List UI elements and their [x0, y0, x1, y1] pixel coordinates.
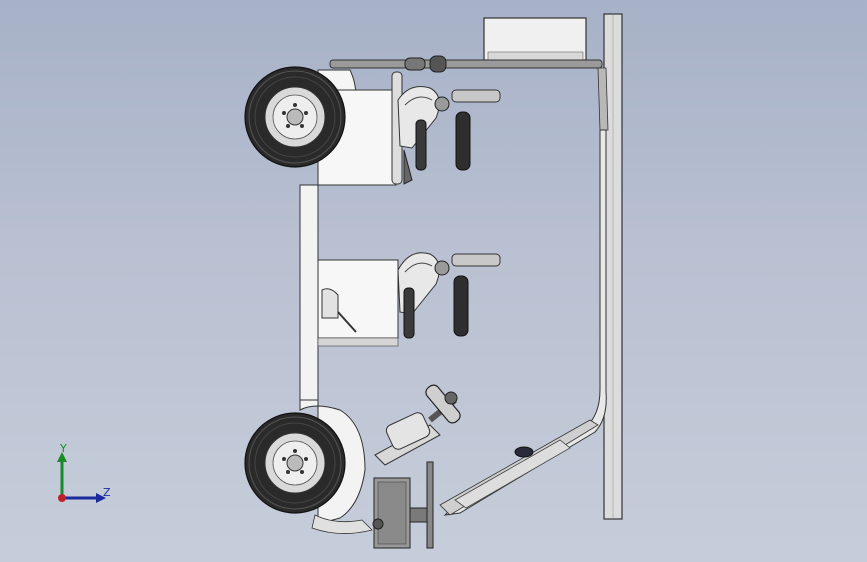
axis-z-label: Z [103, 486, 111, 499]
rear-wheel [244, 66, 346, 168]
steering-wheel-icon [425, 384, 461, 424]
battery-box [483, 17, 587, 61]
upper-rail [329, 55, 609, 131]
front-frame [439, 129, 607, 516]
middle-seat [321, 252, 501, 339]
front-bumper [372, 461, 434, 549]
axis-triad-icon [57, 452, 106, 503]
steering-assembly [374, 384, 461, 466]
front-wheel [244, 412, 346, 514]
axis-y-label: Y [60, 442, 67, 455]
floor-pedal [454, 439, 571, 509]
rear-seat [391, 71, 501, 185]
